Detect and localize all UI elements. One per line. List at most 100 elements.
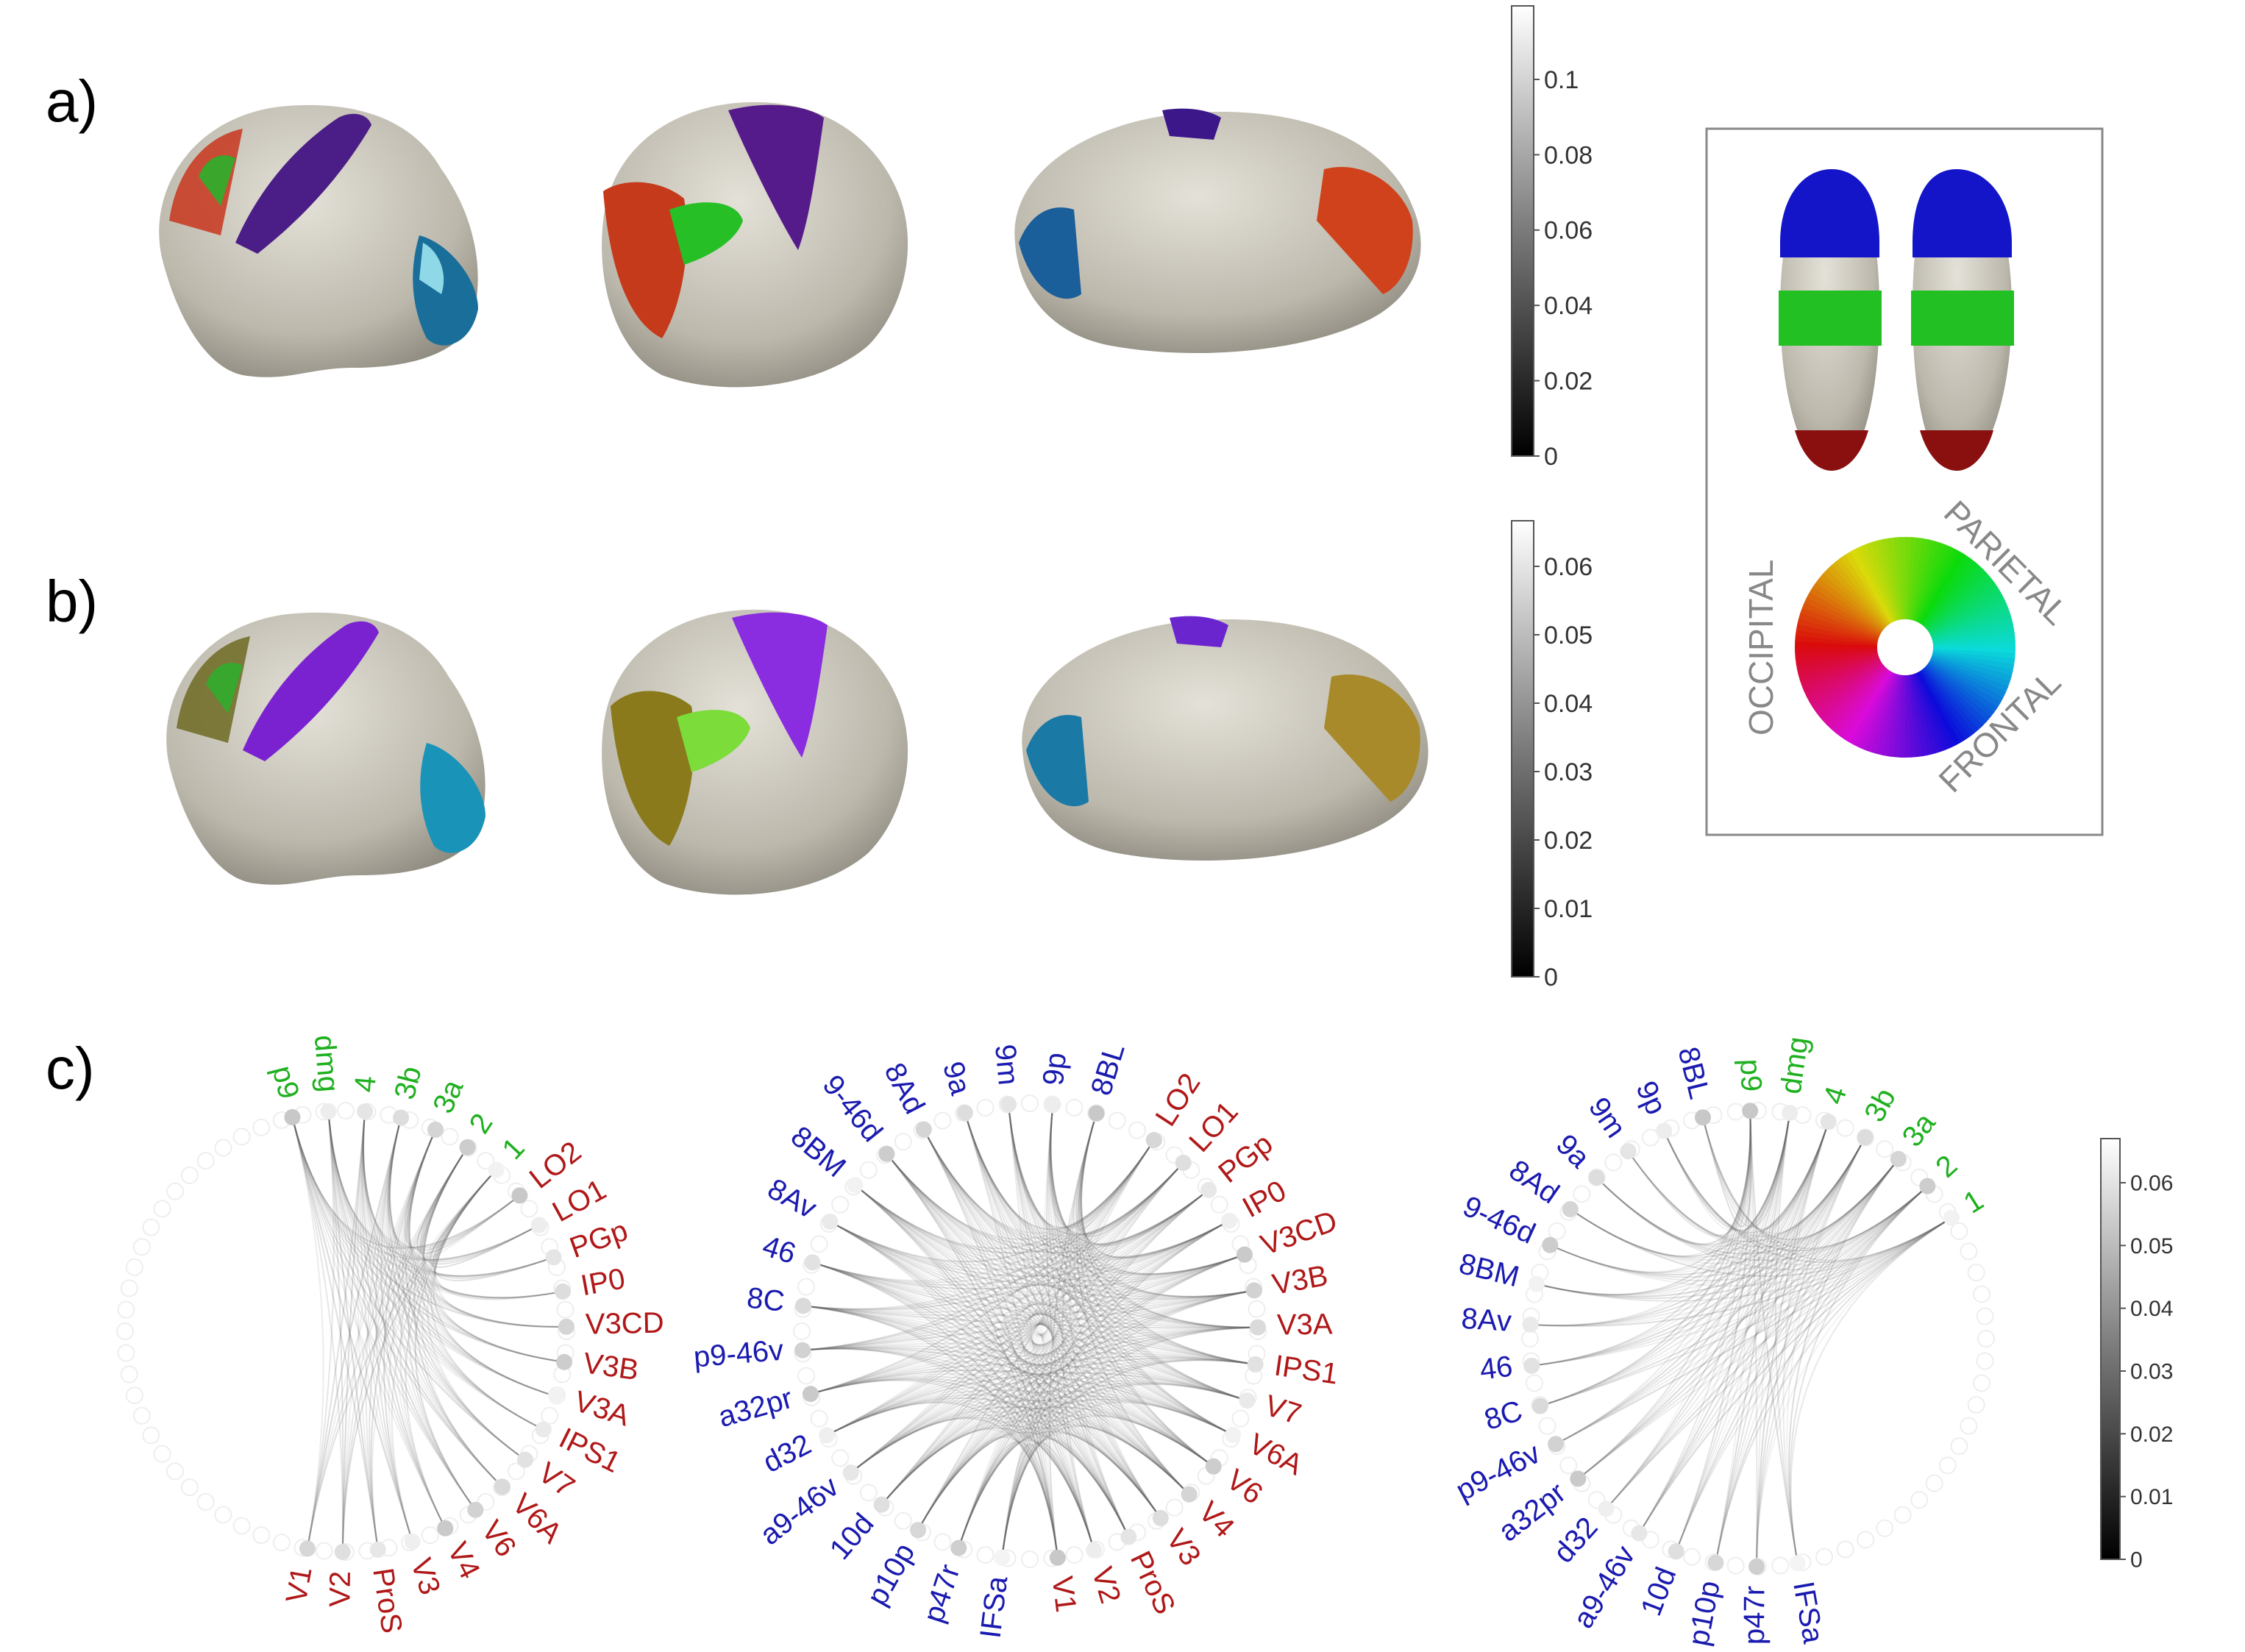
colorbar-tick-label: 0.06: [1544, 553, 1593, 581]
colorbar-tick-label: 0: [1544, 964, 1558, 991]
brain-a-right: [1014, 108, 1421, 353]
node-dot: [1857, 1129, 1874, 1146]
region-label: V3CD: [585, 1307, 664, 1341]
region-label: V2: [324, 1571, 357, 1608]
region-label: 4: [349, 1075, 383, 1094]
region-label: d32: [1548, 1511, 1604, 1569]
node-dot: [819, 1427, 836, 1444]
region-label: 8BM: [1456, 1247, 1522, 1293]
colorbar-tick-label: 0.02: [1544, 368, 1593, 396]
node-dot: [1086, 1542, 1103, 1559]
colorbar-tick-label: 0.05: [1544, 622, 1593, 649]
colorbar-tick-label: 0.08: [1544, 141, 1593, 169]
region-label: PGp: [566, 1214, 632, 1264]
label-occipital: OCCIPITAL: [1742, 560, 1780, 736]
colorbar-tick-label: 0.1: [1544, 66, 1579, 94]
node-dot: [1588, 1169, 1605, 1186]
node-dot: [1088, 1105, 1105, 1122]
node-dot: [1668, 1543, 1684, 1560]
colorbar-tick-label: 0.04: [2130, 1297, 2173, 1321]
colorbar-tick-label: 0.06: [2130, 1172, 2173, 1196]
node-dot: [1548, 1436, 1565, 1453]
node-dot: [1656, 1122, 1673, 1139]
node-dot: [1542, 1236, 1559, 1253]
connection-lines: [802, 1104, 1258, 1558]
colorbar-tick-label: 0.06: [1544, 217, 1593, 245]
node-dot: [1748, 1558, 1765, 1575]
node-dot: [804, 1254, 821, 1271]
colorbar-tick-label: 0.04: [1544, 292, 1593, 320]
region-label: 3a: [427, 1075, 470, 1118]
node-dot: [427, 1121, 444, 1138]
region-label: p10p: [1682, 1578, 1726, 1649]
node-dot: [516, 1451, 533, 1468]
region-label: 3b: [1858, 1083, 1902, 1128]
region-label: 9-46d: [1458, 1190, 1540, 1250]
node-dot: [1049, 1549, 1066, 1566]
region-label: 8Ad: [878, 1058, 931, 1119]
node-dot: [320, 1103, 337, 1119]
node-dot: [950, 1539, 967, 1556]
region-label: 9-46d: [816, 1069, 889, 1147]
region-label: ProS: [366, 1566, 408, 1635]
node-dot: [494, 1478, 510, 1495]
node-dot: [1247, 1356, 1264, 1372]
region-label: IFSa: [1787, 1579, 1829, 1647]
region-label: p9: [266, 1063, 305, 1103]
node-dot: [1175, 1154, 1192, 1171]
region-label: V3B: [1270, 1259, 1330, 1301]
region-label: 4: [1818, 1083, 1854, 1108]
node-dot: [1742, 1103, 1759, 1119]
region-label: 10d: [1634, 1563, 1682, 1620]
node-dot: [1598, 1500, 1615, 1517]
region-label: 9m: [1582, 1092, 1632, 1144]
node-dot: [558, 1318, 574, 1335]
brain-b-middle: [602, 609, 908, 895]
node-dot: [1529, 1275, 1545, 1292]
region-label: 8Av: [762, 1172, 822, 1225]
colorbar-tick-label: 0: [1544, 443, 1558, 471]
panel-label-b: b): [46, 569, 98, 634]
node-dot: [511, 1187, 528, 1204]
colorbar-tick-label: 0.02: [1544, 827, 1593, 855]
region-label: 46: [758, 1230, 800, 1270]
brain-a-left: [159, 104, 478, 377]
node-dot: [1523, 1357, 1540, 1374]
region-label: V4: [1192, 1495, 1241, 1544]
node-dot: [1236, 1246, 1253, 1263]
region-label: d32: [758, 1428, 816, 1479]
region-label: 3b: [388, 1063, 428, 1103]
node-dot: [1249, 1319, 1266, 1336]
region-label: V1: [1046, 1575, 1083, 1614]
node-dot: [1707, 1554, 1724, 1571]
node-dot: [1239, 1392, 1256, 1409]
node-dot: [334, 1543, 351, 1560]
node-dot: [1200, 1181, 1217, 1198]
region-label: V6: [1220, 1463, 1268, 1510]
region-label: 8BL: [1085, 1039, 1131, 1099]
region-label: 8Av: [1460, 1303, 1512, 1338]
node-dot: [299, 1540, 316, 1557]
region-label: V2: [1086, 1564, 1127, 1607]
node-dot: [842, 1464, 859, 1481]
region-label: 3a: [1896, 1107, 1943, 1153]
node-dot: [1531, 1398, 1548, 1414]
region-label: IP0: [578, 1262, 627, 1302]
region-label: a32pr: [715, 1382, 796, 1434]
colorbar-tick-label: 0.03: [1544, 758, 1593, 786]
region-label: 8BL: [1672, 1044, 1716, 1103]
region-label: 1: [496, 1132, 530, 1166]
node-dot: [467, 1501, 484, 1518]
panel-label-c: c): [46, 1036, 95, 1101]
node-dot: [822, 1213, 839, 1230]
region-label: p9-46v: [692, 1334, 785, 1374]
node-dot: [1221, 1212, 1238, 1229]
region-label: 10d: [824, 1508, 880, 1566]
node-dot: [1225, 1426, 1242, 1443]
region-label: V4: [441, 1537, 486, 1584]
brain-a-middle: [602, 102, 908, 388]
node-dot: [802, 1386, 819, 1403]
colorbar-b: 0.060.050.040.030.020.010: [1511, 520, 1593, 991]
node-dot: [1695, 1109, 1712, 1126]
